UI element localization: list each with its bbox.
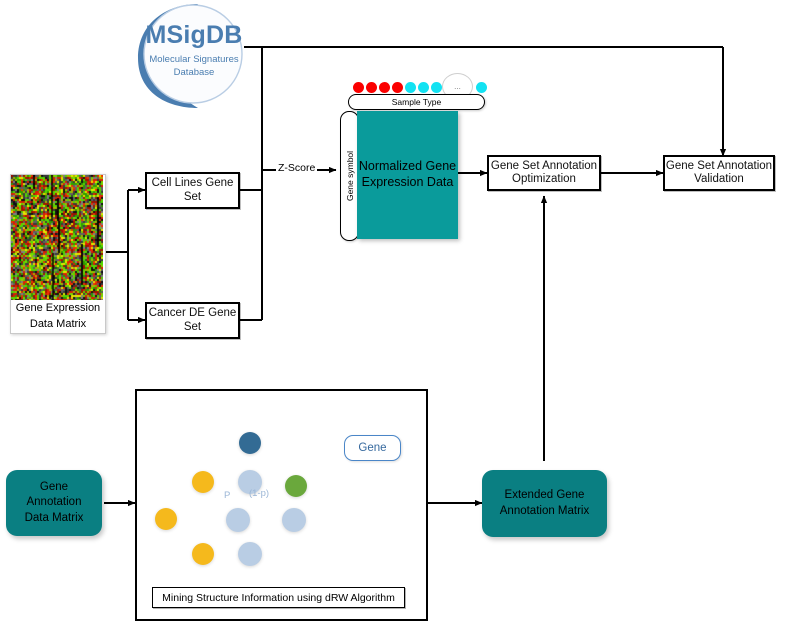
- validation-line2: Validation: [694, 173, 744, 185]
- graph-node-orange-1: [192, 471, 214, 493]
- heatmap-caption-line1: Gene Expression: [15, 302, 101, 314]
- normalized-title-line1: Normalized Gene: [358, 159, 457, 174]
- cancer-de-gene-set-line2: Set: [183, 320, 202, 333]
- gene-annotation-line2: Annotation: [26, 496, 82, 509]
- cell-lines-gene-set-line2: Set: [183, 190, 202, 203]
- msigdb-subtitle-line2: Database: [173, 67, 215, 78]
- cell-lines-gene-set-box[interactable]: Cell Lines Gene Set: [145, 172, 240, 209]
- msigdb-logo: MSigDB Molecular Signatures Database: [110, 2, 250, 110]
- gene-set-annotation-optimization-box[interactable]: Gene Set Annotation Optimization: [487, 155, 601, 191]
- graph-node-orange-3: [192, 543, 214, 565]
- extended-annotation-line1: Extended Gene: [504, 488, 585, 501]
- gene-set-annotation-validation-box[interactable]: Gene Set Annotation Validation: [663, 155, 775, 191]
- heatmap-caption-line2: Data Matrix: [29, 317, 87, 330]
- graph-node-orange-2: [155, 508, 177, 530]
- drw-caption: Mining Structure Information using dRW A…: [152, 587, 405, 608]
- optimization-line1: Gene Set Annotation: [490, 159, 598, 172]
- gene-annotation-data-matrix[interactable]: Gene Annotation Data Matrix: [6, 470, 102, 536]
- graph-node-light-l1: [226, 508, 250, 532]
- sample-dot-red-2: [366, 82, 377, 93]
- sample-dot-cyan-3: [431, 82, 442, 93]
- probability-label-p: P: [224, 490, 231, 501]
- gene-symbol-axis-label: Gene symbol: [344, 150, 355, 202]
- drw-algorithm-panel: [135, 389, 428, 621]
- sample-type-axis-label: Sample Type: [348, 94, 485, 110]
- gene-expression-heatmap: Gene Expression Data Matrix: [10, 174, 106, 334]
- z-score-edge-label: Z-Score: [276, 162, 318, 174]
- gene-annotation-line3: Data Matrix: [24, 511, 84, 524]
- msigdb-title: MSigDB: [145, 21, 243, 49]
- sample-dot-red-3: [379, 82, 390, 93]
- msigdb-subtitle-line1: Molecular Signatures: [149, 54, 239, 65]
- cancer-de-gene-set-line1: Cancer DE Gene: [148, 307, 237, 320]
- sample-dot-red-4: [392, 82, 403, 93]
- sample-dot-red-1: [353, 82, 364, 93]
- graph-node-light-l2: [282, 508, 306, 532]
- graph-node-light-bottom: [238, 542, 262, 566]
- normalized-title-line2: Expression Data: [361, 175, 454, 189]
- gene-annotation-line1: Gene: [39, 480, 69, 493]
- probability-label-one-minus-p: (1-p): [249, 488, 270, 499]
- sample-dot-cyan-2: [418, 82, 429, 93]
- cell-lines-gene-set-line1: Cell Lines Gene: [151, 177, 234, 190]
- extended-annotation-line2: Annotation Matrix: [499, 504, 590, 517]
- graph-node-root: [239, 432, 261, 454]
- normalized-expression-block: ... Sample Type Gene symbol Normalized G…: [336, 73, 487, 248]
- optimization-line2: Optimization: [512, 173, 576, 185]
- extended-gene-annotation-matrix[interactable]: Extended Gene Annotation Matrix: [482, 470, 607, 537]
- heatmap-canvas: [11, 175, 103, 300]
- graph-node-light-mid: [238, 470, 262, 494]
- normalized-expression-matrix: Normalized Gene Expression Data: [357, 111, 458, 239]
- sample-dot-cyan-1: [405, 82, 416, 93]
- sample-dot-cyan-4: [476, 82, 487, 93]
- validation-line1: Gene Set Annotation: [665, 159, 773, 172]
- cancer-de-gene-set-box[interactable]: Cancer DE Gene Set: [145, 302, 240, 339]
- graph-node-green: [285, 475, 307, 497]
- gene-callout-label[interactable]: Gene: [344, 435, 401, 461]
- msigdb-logo-graphic: [138, 4, 243, 108]
